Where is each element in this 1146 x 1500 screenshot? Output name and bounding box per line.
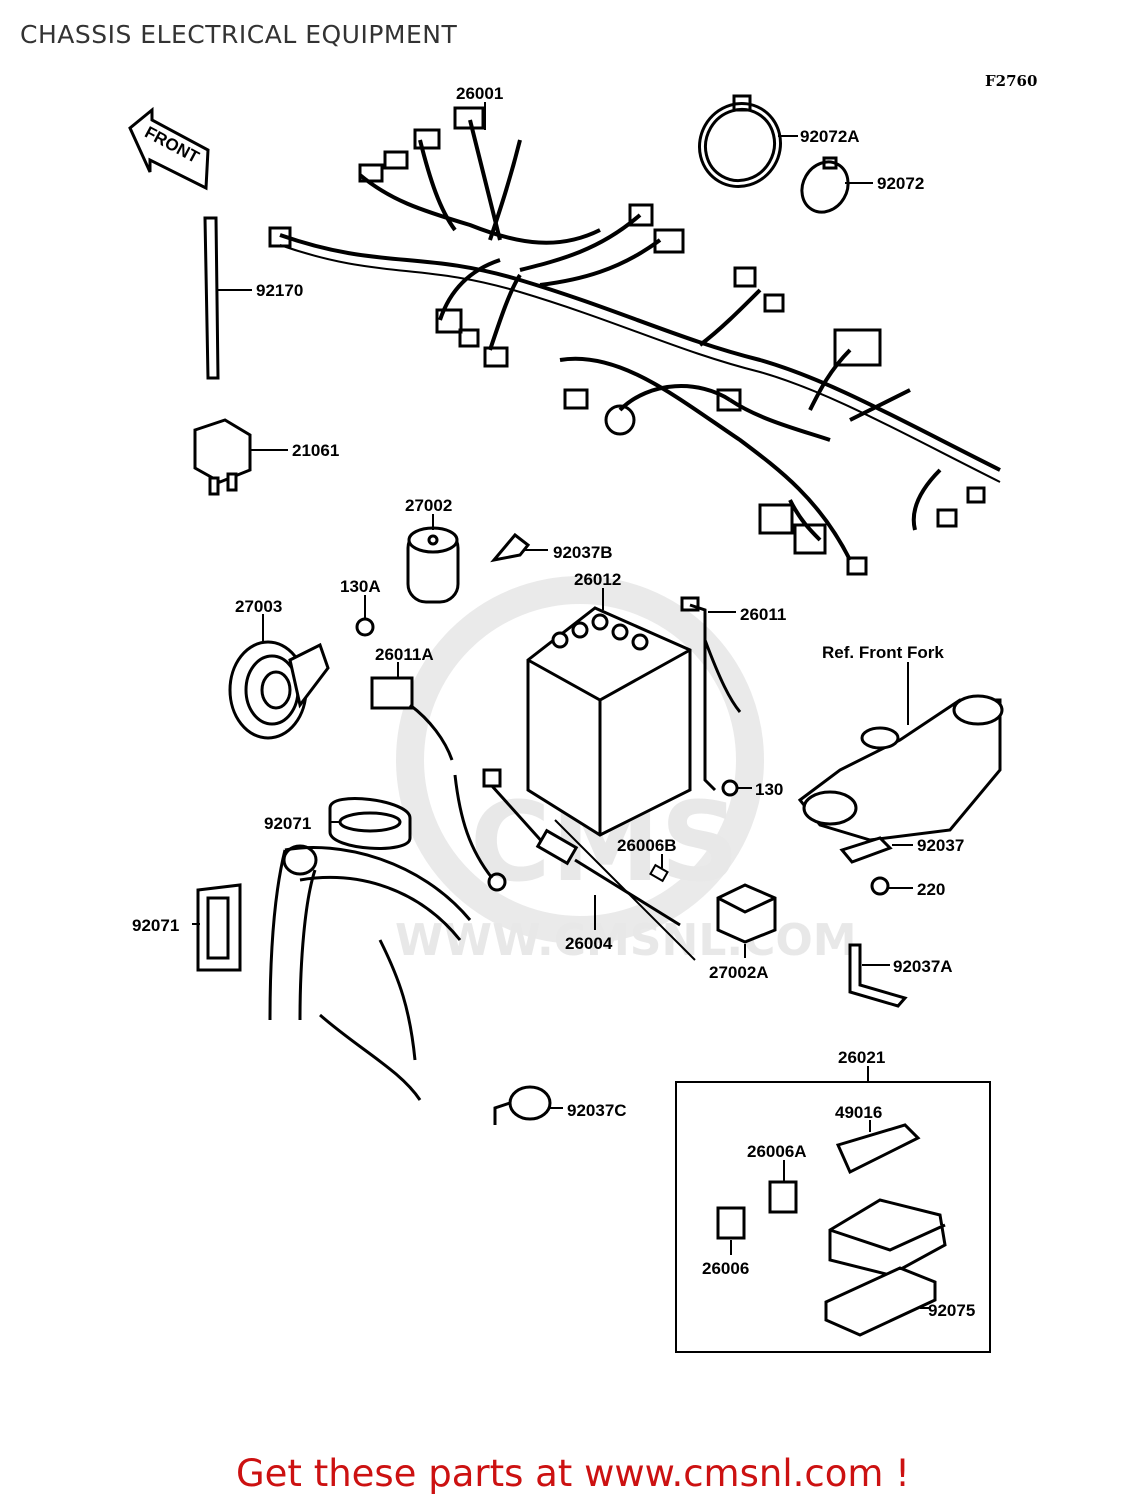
frame-illustration xyxy=(268,844,472,1101)
part-label: 26001 xyxy=(456,84,503,103)
part-label: 130 xyxy=(755,780,783,799)
fuse-box-illustration xyxy=(716,1123,947,1337)
relay-illustration xyxy=(193,418,252,496)
reference-label: Ref. Front Fork xyxy=(822,643,944,662)
fork-bracket-illustration xyxy=(797,694,1004,842)
page-title: CHASSIS ELECTRICAL EQUIPMENT xyxy=(20,20,458,49)
part-label: 26011A xyxy=(375,645,434,664)
ignition-switch-illustration xyxy=(406,526,460,604)
bolt-220-icon xyxy=(870,876,890,896)
part-label: 130A xyxy=(340,577,381,596)
footer-promo-link[interactable]: Get these parts at www.cmsnl.com ! xyxy=(235,1452,910,1495)
part-label: 92071 xyxy=(132,916,179,935)
part-label: 26021 xyxy=(838,1048,885,1067)
part-label: 26012 xyxy=(574,570,621,589)
leader-lines xyxy=(192,102,930,1309)
part-label: 26006B xyxy=(617,836,677,855)
part-label: 92071 xyxy=(264,814,311,833)
horn-illustration xyxy=(228,640,330,740)
wiring-harness-illustration xyxy=(268,106,1001,576)
part-label: 92072A xyxy=(800,127,860,146)
cover-illustration xyxy=(490,532,531,563)
part-label: 26006A xyxy=(747,1142,807,1161)
cover-92037-illustration xyxy=(839,836,893,864)
part-label: 26006 xyxy=(702,1259,749,1278)
figure-id: F2760 xyxy=(985,72,1038,90)
front-arrow-icon: FRONT xyxy=(128,106,210,191)
fuse-26006b-icon xyxy=(649,863,669,883)
part-label: 49016 xyxy=(835,1103,882,1122)
battery-illustration xyxy=(526,606,692,837)
part-label: 92037B xyxy=(553,543,613,562)
clamp-92037c-illustration xyxy=(493,1085,552,1125)
part-label: 92037A xyxy=(893,957,953,976)
part-label: 26004 xyxy=(565,934,613,953)
watermark-url: WWW.CMSNL.COM xyxy=(395,915,857,966)
ground-cable-illustration xyxy=(370,676,507,892)
part-number-labels: 26001 92072A 92072 92170 21061 27002 920… xyxy=(132,84,975,1320)
part-label: 27002 xyxy=(405,496,452,515)
part-label: 220 xyxy=(917,880,945,899)
part-label: 92037 xyxy=(917,836,964,855)
part-label: 92075 xyxy=(928,1301,975,1320)
part-label: 92170 xyxy=(256,281,303,300)
band-clamp-illustration xyxy=(697,94,850,214)
parts-diagram: CMS WWW.CMSNL.COM FRONT xyxy=(128,84,1004,1353)
watermark: CMS WWW.CMSNL.COM xyxy=(395,576,857,966)
bolt-130a-icon xyxy=(355,617,375,637)
part-label: 92037C xyxy=(567,1101,627,1120)
bracket-92037a-illustration xyxy=(848,943,908,1008)
part-label: 92072 xyxy=(877,174,924,193)
battery-cable-illustration xyxy=(680,596,742,792)
part-label: 21061 xyxy=(292,441,339,460)
part-label: 27002A xyxy=(709,963,769,982)
grommet-illustration xyxy=(196,797,412,972)
switch-27002a-illustration xyxy=(716,883,777,944)
part-label: 26011 xyxy=(740,605,786,624)
bolt-130-icon xyxy=(721,779,739,797)
strap-illustration xyxy=(203,216,220,380)
part-label: 27003 xyxy=(235,597,282,616)
fuse-box-group-frame xyxy=(675,1081,991,1353)
